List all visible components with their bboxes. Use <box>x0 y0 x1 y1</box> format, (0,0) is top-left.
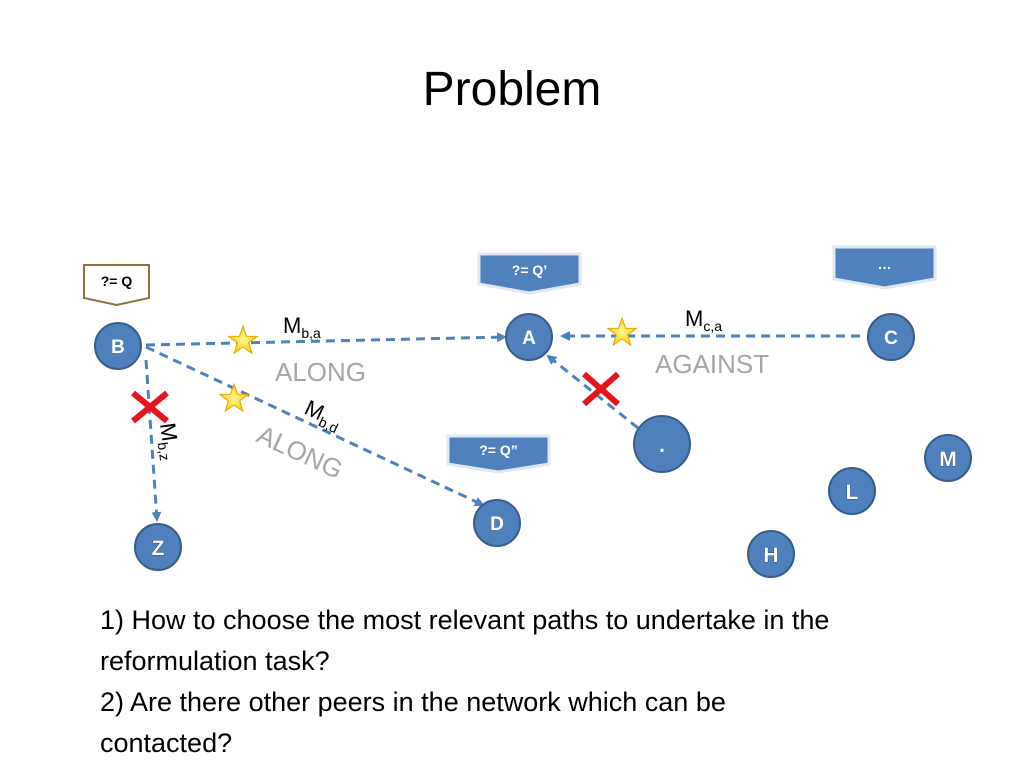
star-icon <box>606 316 638 347</box>
query-box-b: ?= Q <box>83 264 150 307</box>
edge-b-z <box>144 359 162 522</box>
node-b: B <box>94 322 142 370</box>
svg-text:…: … <box>878 256 892 272</box>
cross-icon <box>131 390 169 424</box>
svg-text:.: . <box>659 434 665 457</box>
direction-label-ba: ALONG <box>275 357 366 387</box>
edge-label-bz: Mb,z <box>152 421 185 462</box>
edge-b-d <box>145 345 485 507</box>
query-box-c: … <box>832 245 937 290</box>
question-1: 1) How to choose the most relevant paths… <box>100 605 830 676</box>
query-box-d: ?= Q” <box>446 434 551 474</box>
cross-icon <box>582 371 620 407</box>
node-h: H <box>747 530 795 578</box>
svg-text:D: D <box>490 514 504 535</box>
slide-title: Problem <box>422 63 602 116</box>
node-a: A <box>505 313 553 361</box>
node-c: C <box>867 313 915 361</box>
edge-dot-a <box>546 354 639 430</box>
svg-text:L: L <box>846 481 859 504</box>
svg-text:Z: Z <box>152 537 165 560</box>
svg-text:B: B <box>111 337 125 358</box>
svg-text:A: A <box>522 328 536 349</box>
edge-label-bd: Mb,d <box>300 395 346 436</box>
edge-label-ca: Mc,a <box>685 306 722 334</box>
edge-b-a <box>145 332 507 347</box>
svg-text:M: M <box>939 448 957 471</box>
svg-text:C: C <box>884 328 898 349</box>
node-d: D <box>473 499 521 547</box>
svg-text:?= Q’: ?= Q’ <box>512 262 547 278</box>
questions-text: 1) How to choose the most relevant paths… <box>100 600 860 764</box>
star-icon <box>218 382 250 413</box>
node-m: M <box>924 434 972 482</box>
svg-text:H: H <box>763 544 778 567</box>
node-dot: . <box>633 415 691 473</box>
svg-text:?= Q: ?= Q <box>101 273 133 289</box>
node-l: L <box>828 467 876 515</box>
direction-label-ca: AGAINST <box>655 349 769 379</box>
svg-text:?= Q”: ?= Q” <box>479 442 518 458</box>
query-box-a: ?= Q’ <box>477 252 582 295</box>
question-2: 2) Are there other peers in the network … <box>100 687 726 758</box>
edge-label-ba: Mb,a <box>283 313 321 341</box>
star-icon <box>227 324 259 355</box>
node-z: Z <box>134 523 182 571</box>
